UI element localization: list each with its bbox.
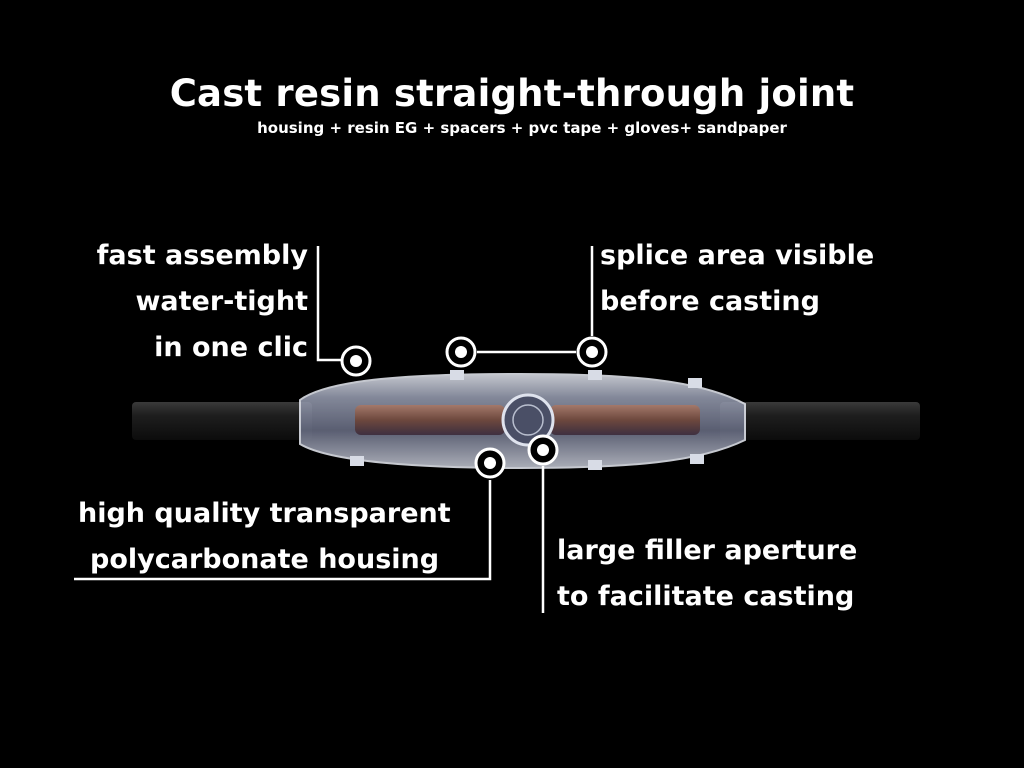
callout-line: water-tight [135,286,308,317]
callout-line: splice area visible [600,240,875,271]
callout-line: high quality transparent [78,498,451,529]
diagram-subtitle: housing + resin EG + spacers + pvc tape … [257,119,787,137]
diagram-title: Cast resin straight-through joint [169,72,855,115]
callout-line: before casting [600,286,820,317]
callout-line: large filler aperture [557,535,858,566]
callout-splice-area: splice area visible before casting [600,233,874,325]
leader-housing [74,480,492,581]
right-cable [720,402,920,440]
callout-housing: high quality transparent polycarbonate h… [78,491,451,583]
copper-conductor-right [550,405,700,435]
copper-conductor-left [355,405,505,435]
callout-filler: large filler aperture to facilitate cast… [557,528,857,620]
callout-fast-assembly: fast assembly water-tight in one clic [97,233,308,371]
leader-fast-assembly [316,246,342,362]
callout-line: polycarbonate housing [90,544,440,575]
callout-line: to facilitate casting [557,581,855,612]
callout-line: fast assembly [96,240,308,271]
callout-line: in one clic [154,332,308,363]
left-cable [132,402,312,440]
filler-aperture [501,393,555,447]
